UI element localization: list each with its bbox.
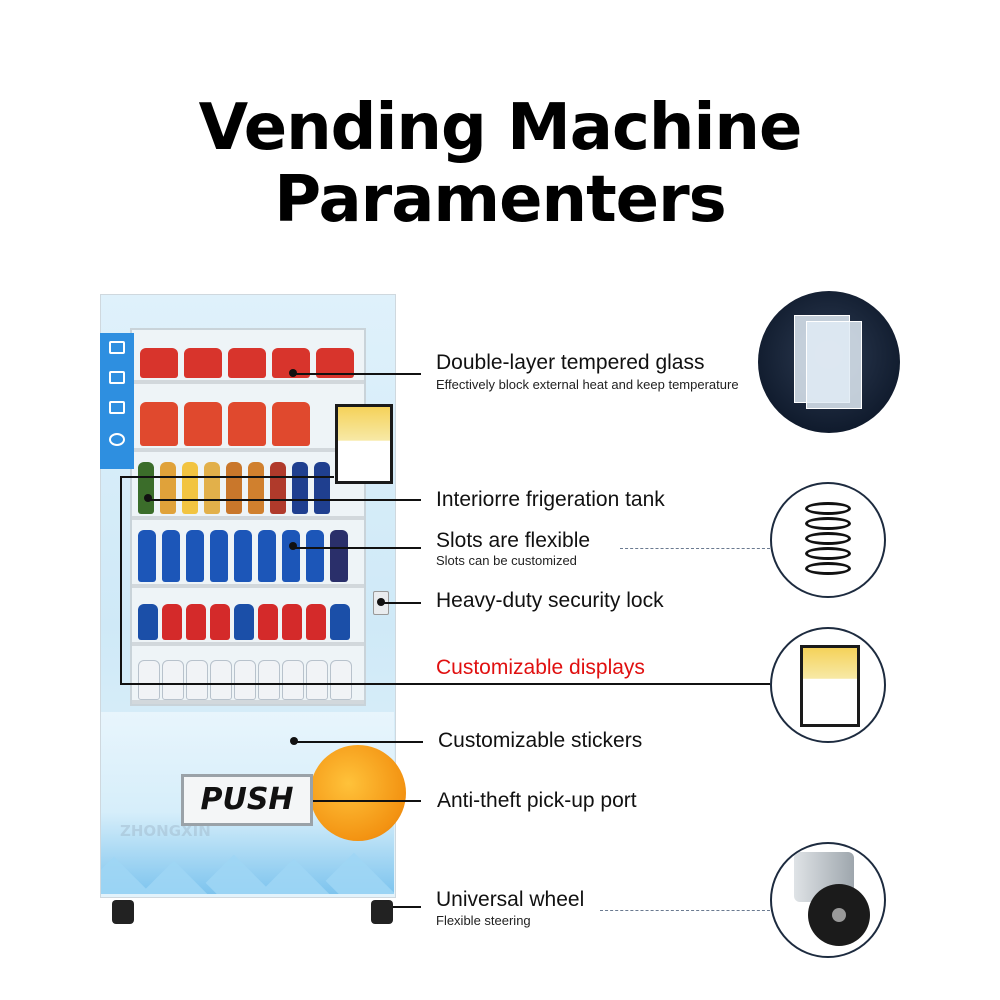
feature-label-glass: Double-layer tempered glass [436, 351, 705, 374]
product-bottle [258, 530, 276, 582]
product-bottle [182, 462, 198, 514]
coin-icon [109, 433, 125, 446]
product-snack [140, 348, 178, 378]
product-can [234, 604, 254, 640]
shelf [132, 700, 364, 704]
callout-line [313, 800, 421, 802]
product-bottle [210, 530, 228, 582]
feature-label-lock: Heavy-duty security lock [436, 589, 664, 612]
orange-decoration [310, 745, 406, 841]
feature-label-slots: Slots are flexible [436, 529, 591, 552]
product-can [186, 604, 206, 640]
watermark: ZHONGXIN [120, 822, 211, 840]
product-bottle [248, 462, 264, 514]
callout-line [297, 741, 423, 743]
payment-sidebar [100, 333, 134, 469]
callout-line [295, 547, 421, 549]
page-title-line1: Vending Machine [198, 91, 803, 165]
product-bottle [162, 530, 180, 582]
qr-code-icon [109, 341, 125, 354]
product-bottle [306, 530, 324, 582]
callout-dot [377, 598, 385, 606]
product-snack [184, 348, 222, 378]
product-bottle [138, 530, 156, 582]
glass-door [130, 328, 366, 706]
callout-dot [144, 494, 152, 502]
feature-label-displays: Customizable displays [436, 656, 645, 679]
feature-label-pickup-port: Anti-theft pick-up port [437, 789, 637, 812]
product-snack [228, 402, 266, 446]
product-bottle [138, 462, 154, 514]
spiral-spring-icon [770, 482, 886, 598]
feature-label-wheel: Universal wheel [436, 888, 585, 911]
feature-label-stickers: Customizable stickers [438, 729, 643, 752]
product-bottle [282, 530, 300, 582]
product-can [258, 660, 280, 700]
shelf [132, 380, 364, 384]
callout-line [120, 683, 770, 685]
feature-subtitle-glass: Effectively block external heat and keep… [436, 377, 739, 392]
product-bottle [314, 462, 330, 514]
product-bottle [204, 462, 220, 514]
product-snack [140, 402, 178, 446]
callout-dash [600, 910, 770, 911]
callout-line [384, 602, 421, 604]
product-bottle [160, 462, 176, 514]
product-snack [228, 348, 266, 378]
product-can [210, 604, 230, 640]
product-can [330, 660, 352, 700]
page-title-line2: Paramenters [274, 163, 726, 237]
callout-dot [289, 369, 297, 377]
callout-line [295, 373, 421, 375]
product-can [258, 604, 278, 640]
ice-decoration [325, 852, 394, 894]
scan-icon [109, 371, 125, 384]
feature-subtitle-wheel: Flexible steering [436, 913, 531, 928]
callout-line [393, 906, 421, 908]
callout-dot [290, 737, 298, 745]
feature-label-refrigeration: Interiorre frigeration tank [436, 488, 665, 511]
product-can [210, 660, 232, 700]
wheel [371, 900, 393, 924]
product-can [306, 604, 326, 640]
callout-bracket [120, 476, 334, 478]
shelf [132, 642, 364, 646]
product-can [306, 660, 328, 700]
product-can [282, 660, 304, 700]
product-can [234, 660, 256, 700]
product-can [138, 660, 160, 700]
product-bottle [292, 462, 308, 514]
product-can [282, 604, 302, 640]
product-snack [184, 402, 222, 446]
ice-decoration [205, 854, 277, 894]
shelf [132, 516, 364, 520]
product-can [138, 604, 158, 640]
cart-icon [109, 401, 125, 414]
machine-display [335, 404, 393, 484]
shelf [132, 448, 364, 452]
shelf [132, 584, 364, 588]
ice-decoration [265, 858, 337, 894]
product-can [162, 604, 182, 640]
callout-bracket [120, 476, 122, 684]
ice-decoration [145, 860, 217, 894]
product-bottle [234, 530, 252, 582]
tempered-glass-icon [758, 291, 900, 433]
product-can [186, 660, 208, 700]
product-bottle [270, 462, 286, 514]
product-snack [272, 402, 310, 446]
wheel [112, 900, 134, 924]
callout-line [150, 499, 421, 501]
product-can [330, 604, 350, 640]
display-screen-icon [770, 627, 886, 743]
callout-dot [289, 542, 297, 550]
caster-wheel-icon [770, 842, 886, 958]
pickup-port-label: PUSH [181, 774, 313, 826]
feature-subtitle-slots: Slots can be customized [436, 553, 577, 568]
product-can [162, 660, 184, 700]
callout-dash [620, 548, 770, 549]
product-bottle [226, 462, 242, 514]
product-bottle [330, 530, 348, 582]
product-bottle [186, 530, 204, 582]
